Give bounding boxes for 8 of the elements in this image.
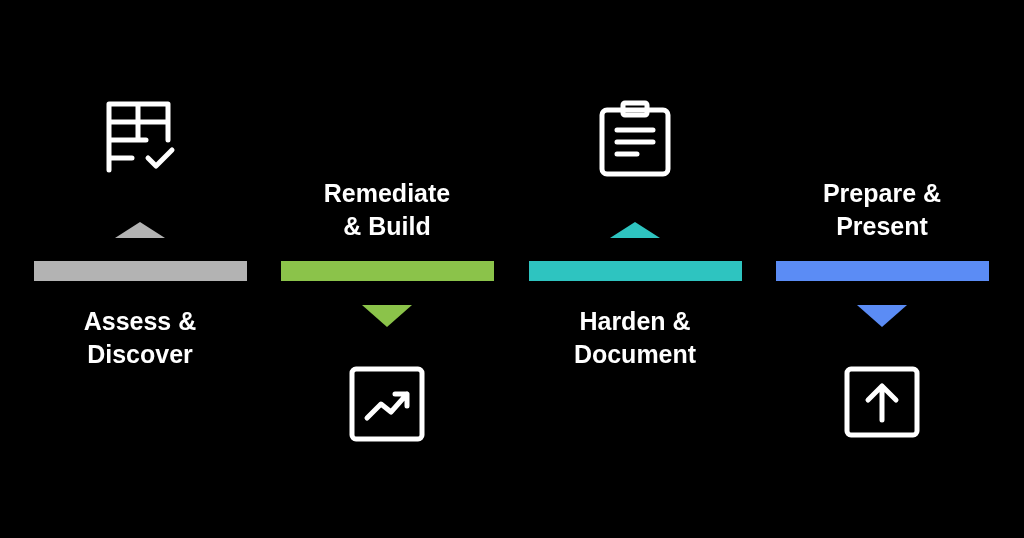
timeline-bar — [281, 261, 494, 281]
stage-label: Harden & Document — [560, 305, 710, 371]
stage-label: Remediate & Build — [312, 177, 462, 243]
stage-label: Assess & Discover — [65, 305, 215, 371]
timeline-bar — [34, 261, 247, 281]
stage-label: Prepare & Present — [807, 177, 957, 243]
timeline-bar — [529, 261, 742, 281]
timeline-bar — [776, 261, 989, 281]
